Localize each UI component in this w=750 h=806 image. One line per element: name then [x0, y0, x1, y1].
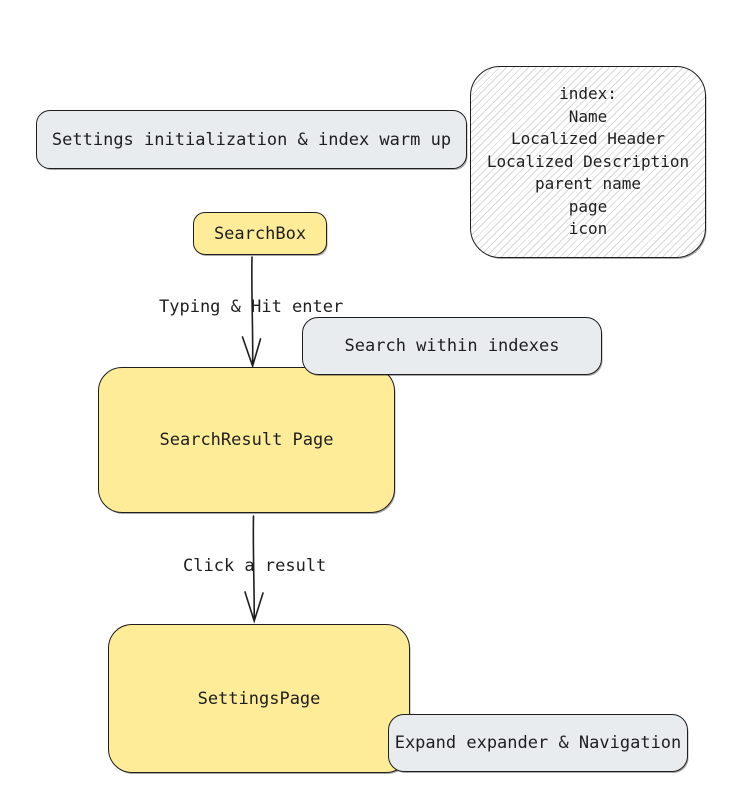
node-search-box-label: SearchBox	[213, 223, 307, 244]
arrow-searchresult-to-settingspage-head	[244, 591, 264, 624]
index-note-line-title: index:	[559, 84, 617, 104]
node-index-fields-note: index: Name Localized Header Localized D…	[470, 66, 706, 258]
edge-label-typing-hit-enter: Typing & Hit enter	[159, 297, 344, 317]
index-note-line-icon: icon	[568, 219, 608, 239]
node-settings-page: SettingsPage	[108, 624, 410, 773]
node-search-within-indexes: Search within indexes	[302, 317, 602, 375]
index-note-line-name: Name	[568, 106, 608, 126]
node-expand-expander-navigation-label: Expand expander & Navigation	[394, 733, 682, 753]
arrow-searchbox-to-searchresult-head	[241, 336, 262, 369]
node-search-box: SearchBox	[193, 212, 327, 255]
node-expand-expander-navigation: Expand expander & Navigation	[388, 714, 688, 772]
index-note-line-localized-description: Localized Description	[486, 151, 690, 171]
node-settings-page-label: SettingsPage	[197, 688, 321, 709]
node-search-result-page: SearchResult Page	[98, 367, 395, 513]
edge-label-click-a-result: Click a result	[183, 556, 327, 576]
node-search-within-indexes-label: Search within indexes	[344, 336, 560, 356]
node-settings-initialization-label: Settings initialization & index warm up	[51, 129, 452, 150]
index-note-line-localized-header: Localized Header	[510, 129, 666, 149]
index-note-line-parent-name: parent name	[535, 174, 641, 194]
node-settings-initialization: Settings initialization & index warm up	[36, 110, 467, 169]
node-search-result-page-label: SearchResult Page	[159, 430, 334, 450]
index-note-line-page: page	[568, 196, 608, 216]
